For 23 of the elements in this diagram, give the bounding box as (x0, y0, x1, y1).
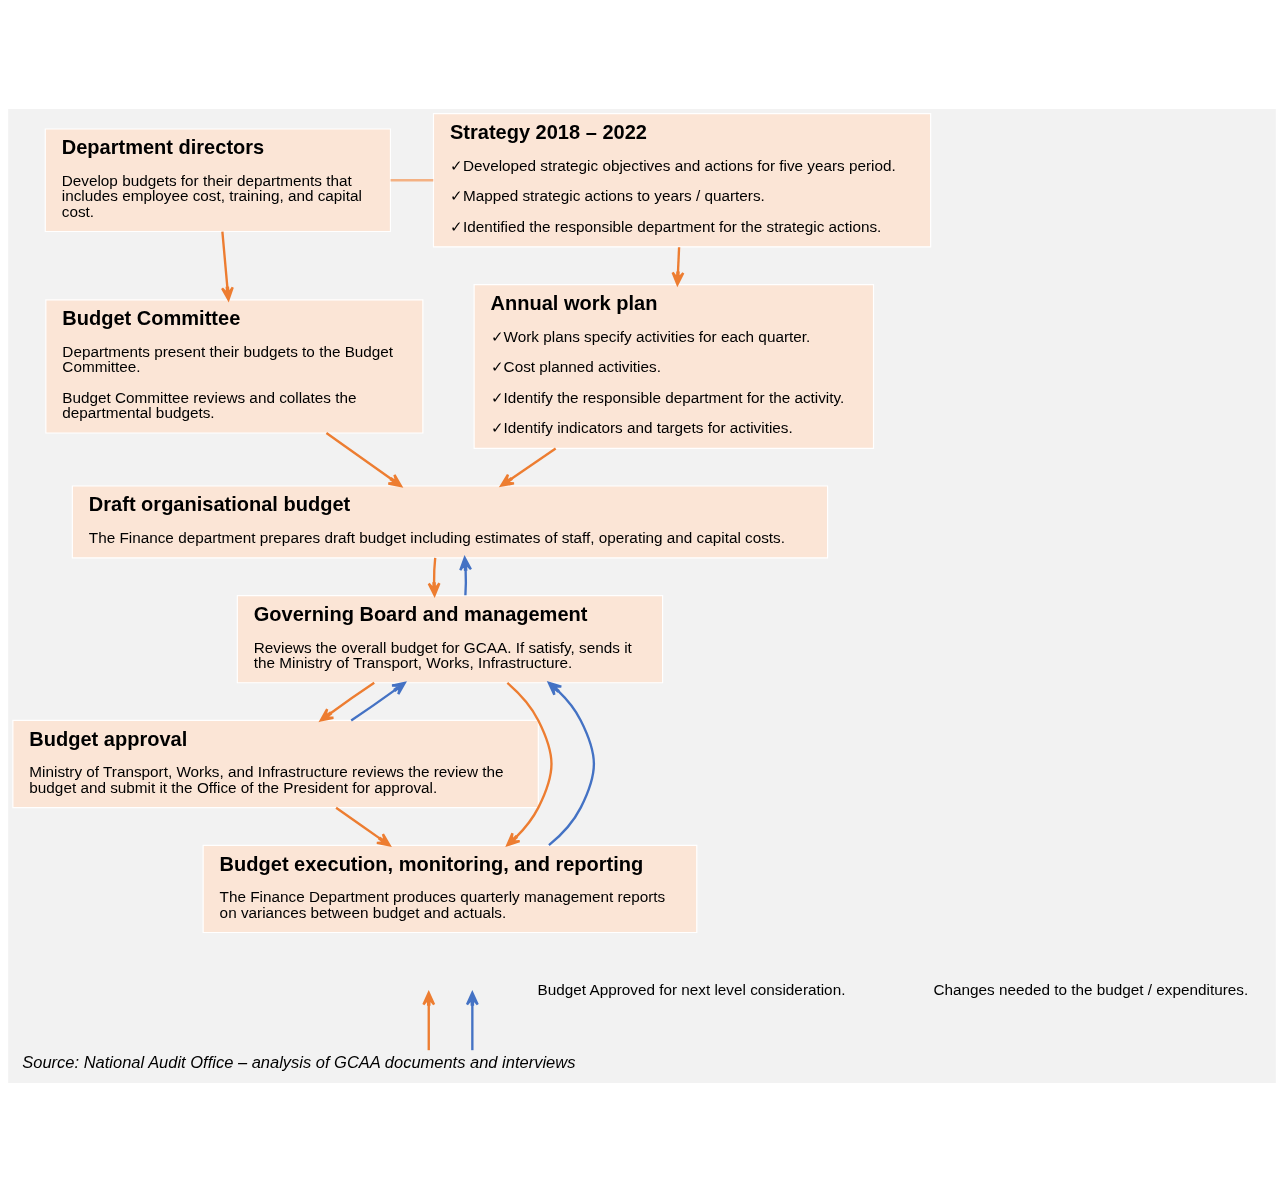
arrow (325, 432, 403, 488)
legend-label: Changes needed to the budget / expenditures. (933, 981, 1249, 999)
connector (390, 179, 434, 182)
node-box: Budget approval Ministry of Transport, Works, and Infrastructure reviews the review the budget and submit it the Office of the President for approval. (12, 719, 539, 809)
arrow (459, 556, 473, 596)
legend-label: Budget Approved for next level consideration. (537, 981, 846, 999)
node-box: Budget Committee Departments present their budgets to the Budget Committee. Budget Committee reviews and collates the departmental budgets. (45, 299, 424, 434)
node-box: Budget execution, monitoring, and reporting The Finance Department produces quarterly management reports on variances between budget and actuals. (202, 844, 698, 934)
arrow (220, 231, 234, 301)
arrow (547, 681, 596, 847)
arrow (506, 682, 553, 847)
arrow (335, 806, 391, 847)
arrow (427, 557, 441, 597)
node-box: Strategy 2018 – 2022 ✓Developed strategic objectives and actions for five years period. ✓Mapped strategic actions to years / quarters. ✓Identified the responsible department for the strategic actions. (432, 113, 932, 248)
caption: Source: National Audit Office – analysis of GCAA documents and interviews (22, 1052, 576, 1071)
node-box: Governing Board and management Reviews the overall budget for GCAA. If satisfy, sends it the Ministry of Transport, Works, Infrastructure. (236, 595, 664, 684)
node-box: Department directors Develop budgets for their departments that includes employee cost, training, and capital cost. (44, 128, 392, 233)
node-box: Draft organisational budget The Finance department prepares draft budget including estimates of staff, operating and capital costs. (71, 485, 829, 559)
arrow (671, 247, 685, 286)
arrow (319, 681, 375, 722)
arrow (500, 447, 557, 487)
node-box: Annual work plan ✓Work plans specify activities for each quarter. ✓Cost planned activities. ✓Identify the responsible department for the activity. ✓Identify indicators and targets for activities. (473, 283, 875, 449)
arrow (350, 681, 406, 722)
